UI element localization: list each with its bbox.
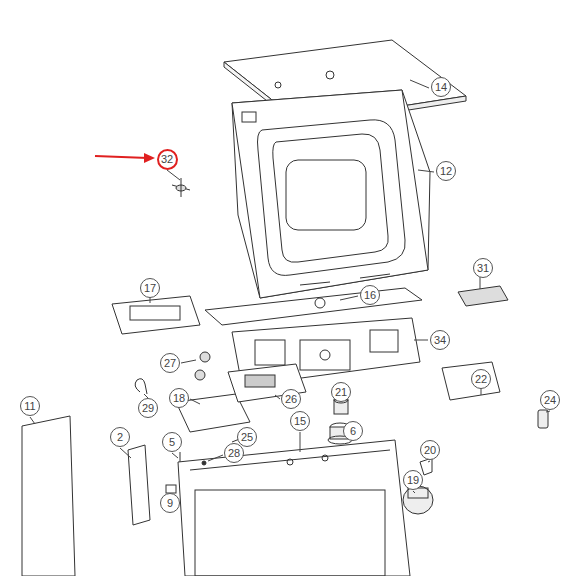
callout-number: 24 xyxy=(540,390,560,410)
screw xyxy=(202,461,206,465)
dispenser xyxy=(112,296,200,334)
frame-plate xyxy=(232,318,420,386)
latch xyxy=(420,458,432,475)
callout-number: 11 xyxy=(20,396,40,416)
panel xyxy=(232,90,430,298)
leader-lines xyxy=(30,80,550,493)
callout-number: 6 xyxy=(343,421,363,441)
callout-number: 27 xyxy=(160,353,180,373)
callout-number: 16 xyxy=(360,285,380,305)
callout-number: 28 xyxy=(224,443,244,463)
plug xyxy=(538,410,548,428)
tub xyxy=(178,440,410,576)
callout-number: 5 xyxy=(162,432,182,452)
callout-number: 32 xyxy=(157,149,178,170)
callout-number: 17 xyxy=(140,278,160,298)
callout-number: 20 xyxy=(420,440,440,460)
bracket xyxy=(442,362,500,400)
knobs xyxy=(195,352,210,380)
callout-number: 26 xyxy=(281,389,301,409)
callout-number: 29 xyxy=(138,398,158,418)
callout-number: 34 xyxy=(430,330,450,350)
pump xyxy=(403,486,433,514)
callout-number: 15 xyxy=(290,411,310,431)
side-strip xyxy=(128,445,150,525)
hook xyxy=(135,379,147,394)
callout-number: 21 xyxy=(331,382,351,402)
side-panel xyxy=(22,416,75,576)
callout-number: 14 xyxy=(431,77,451,97)
small-fastener xyxy=(172,178,190,197)
foot xyxy=(166,485,176,493)
callout-number: 9 xyxy=(160,493,180,513)
callout-number: 19 xyxy=(403,470,423,490)
red-arrow xyxy=(95,153,155,163)
callout-number: 18 xyxy=(169,388,189,408)
callout-number: 22 xyxy=(471,369,491,389)
callout-number: 31 xyxy=(473,258,493,278)
callout-number: 12 xyxy=(436,161,456,181)
callout-number: 2 xyxy=(110,427,130,447)
small-box xyxy=(458,286,508,306)
